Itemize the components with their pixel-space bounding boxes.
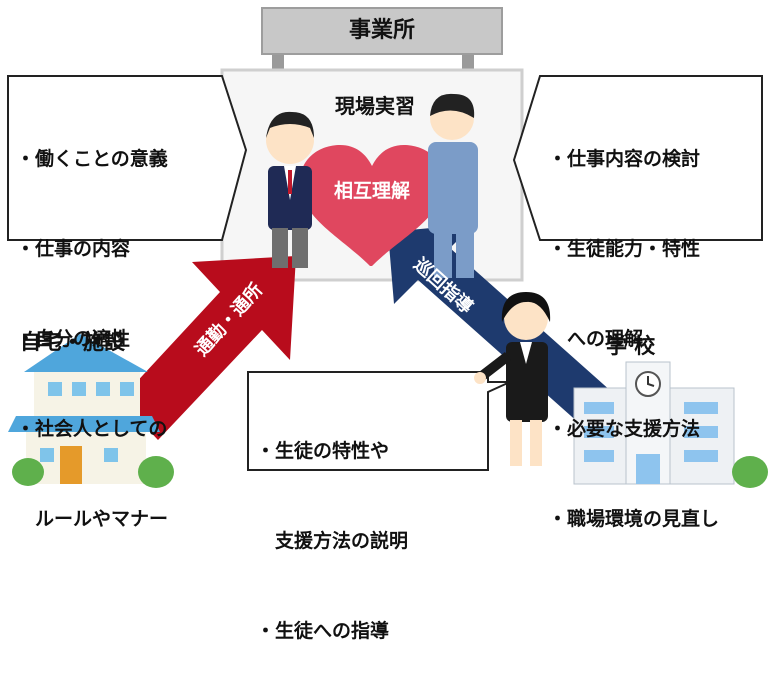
- house-illustration: [8, 334, 174, 488]
- student-speech-box: [7, 75, 248, 241]
- teacher-point: ・生徒への指導: [256, 620, 390, 642]
- heart-shape: [300, 145, 444, 266]
- company-speech-box: [512, 75, 763, 241]
- teacher-points: ・生徒の特性や 支援方法の説明 ・生徒への指導: [256, 376, 408, 676]
- diagram-canvas: [7, 7, 768, 488]
- student-figure: [266, 111, 314, 268]
- workplace-title: 現場実習: [335, 94, 415, 118]
- school-illustration: [573, 361, 768, 488]
- heart-label: 相互理解: [333, 180, 410, 202]
- student-point: ・自分の適性: [16, 328, 131, 350]
- student-point: ルールやマナー: [16, 508, 169, 530]
- home-label: 自宅・施設: [20, 330, 125, 354]
- company-point: ・職場環境の見直し: [548, 508, 720, 530]
- student-point: ・仕事の内容: [16, 238, 131, 260]
- company-point: ・生徒能力・特性: [548, 238, 701, 260]
- company-point: ・仕事内容の検討: [548, 148, 701, 170]
- student-point: ・働くことの意義: [16, 148, 168, 170]
- company-point: への理解: [548, 328, 644, 350]
- worker-figure: [428, 93, 478, 278]
- school-label: 学 校: [606, 334, 656, 358]
- teacher-figure: [474, 292, 551, 466]
- company-point: ・必要な支援方法: [548, 418, 701, 440]
- office-sign: [261, 7, 503, 55]
- teacher-point: ・生徒の特性や: [256, 440, 390, 462]
- student-point: ・社会人としての: [16, 418, 168, 440]
- commute-arrow: [118, 256, 296, 440]
- office-sign-title: 事業所: [348, 18, 415, 43]
- company-points: ・仕事内容の検討 ・生徒能力・特性 への理解 ・必要な支援方法 ・職場環境の見直…: [548, 84, 719, 564]
- teacher-point: 支援方法の説明: [256, 530, 409, 552]
- student-points: ・働くことの意義 ・仕事の内容 ・自分の適性 ・社会人としての ルールやマナー: [16, 84, 168, 564]
